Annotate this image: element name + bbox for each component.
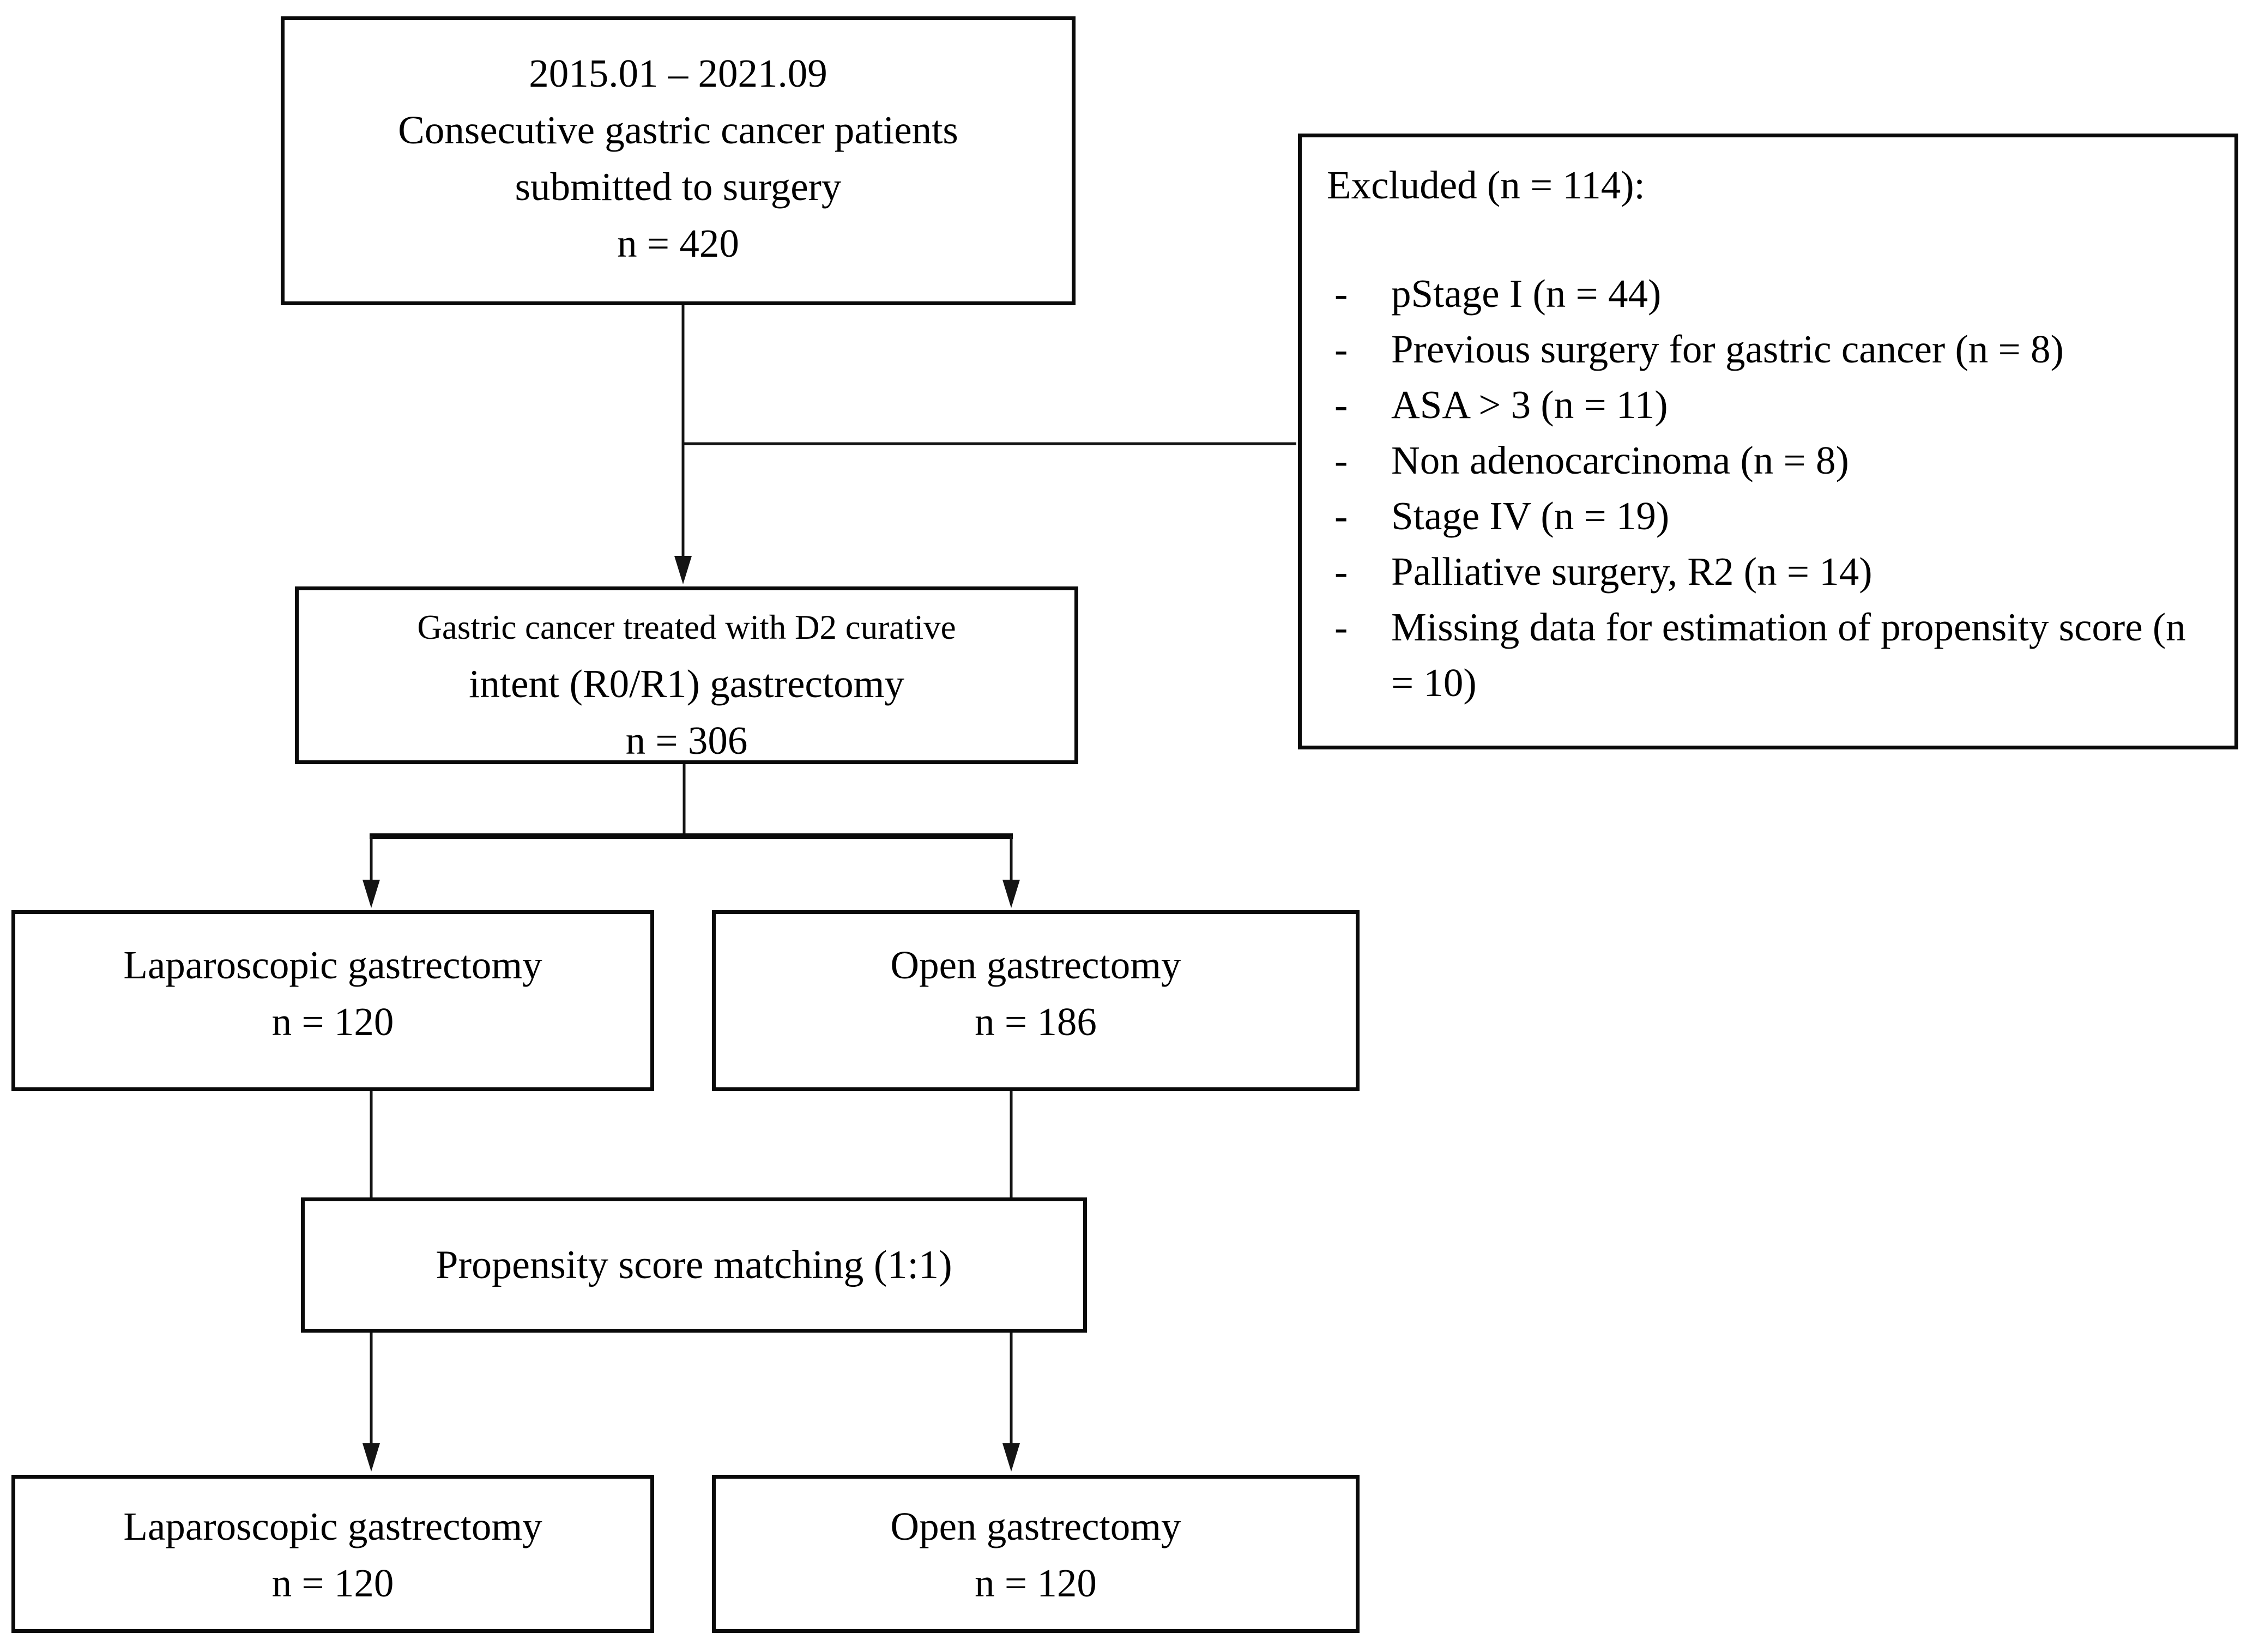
excluded-title: Excluded (n = 114):: [1327, 163, 1645, 207]
excluded-item-text: Non adenocarcinoma (n = 8): [1391, 438, 1849, 482]
arrow-down-icon: [1002, 1443, 1020, 1472]
arrow-down-icon: [674, 556, 692, 584]
excluded-list: - pStage I (n = 44) - Previous surgery f…: [1327, 266, 2213, 711]
open-matched-box: Open gastrectomy n = 120: [712, 1475, 1360, 1633]
open-matched-label: Open gastrectomy: [890, 1504, 1181, 1548]
excluded-item: - Stage IV (n = 19): [1327, 488, 2213, 544]
laparoscopic-matched-label: Laparoscopic gastrectomy: [123, 1504, 542, 1548]
laparoscopic-count: n = 120: [271, 1000, 394, 1044]
d2-description: Gastric cancer treated with D2 curative: [417, 608, 956, 646]
laparoscopic-label: Laparoscopic gastrectomy: [123, 943, 542, 987]
psm-label: Propensity score matching (1:1): [436, 1242, 952, 1287]
excluded-item-text: ASA > 3 (n = 11): [1391, 383, 1668, 427]
excluded-item: - Missing data for estimation of propens…: [1327, 600, 2213, 711]
enrollment-count: n = 420: [617, 221, 739, 265]
excluded-item: - ASA > 3 (n = 11): [1327, 377, 2213, 433]
open-matched-count: n = 120: [975, 1561, 1097, 1605]
excluded-item: - Previous surgery for gastric cancer (n…: [1327, 322, 2213, 377]
arrow-down-icon: [363, 880, 380, 908]
excluded-item: - Non adenocarcinoma (n = 8): [1327, 433, 2213, 488]
excluded-item-text: pStage I (n = 44): [1391, 271, 1662, 316]
laparoscopic-matched-box: Laparoscopic gastrectomy n = 120: [11, 1475, 654, 1633]
dash-bullet: -: [1334, 438, 1348, 482]
d2-count: n = 306: [625, 718, 748, 763]
laparoscopic-box: Laparoscopic gastrectomy n = 120: [11, 910, 654, 1091]
arrow-down-icon: [1002, 880, 1020, 908]
dash-bullet: -: [1334, 327, 1348, 371]
dash-bullet: -: [1334, 605, 1348, 649]
excluded-box: Excluded (n = 114): - pStage I (n = 44) …: [1298, 134, 2238, 749]
excluded-item-text: Missing data for estimation of propensit…: [1391, 605, 2186, 705]
dash-bullet: -: [1334, 549, 1348, 594]
enrollment-description-2: submitted to surgery: [515, 165, 842, 209]
excluded-item-text: Palliative surgery, R2 (n = 14): [1391, 549, 1872, 594]
excluded-item: - pStage I (n = 44): [1327, 266, 2213, 322]
enrollment-period: 2015.01 – 2021.09: [529, 51, 827, 95]
laparoscopic-matched-count: n = 120: [271, 1561, 394, 1605]
dash-bullet: -: [1334, 271, 1348, 316]
open-count: n = 186: [975, 1000, 1097, 1044]
open-label: Open gastrectomy: [890, 943, 1181, 987]
psm-box: Propensity score matching (1:1): [301, 1197, 1087, 1333]
excluded-item: - Palliative surgery, R2 (n = 14): [1327, 544, 2213, 600]
open-box: Open gastrectomy n = 186: [712, 910, 1360, 1091]
enrollment-box: 2015.01 – 2021.09 Consecutive gastric ca…: [281, 16, 1076, 305]
excluded-item-text: Stage IV (n = 19): [1391, 494, 1670, 538]
arrow-down-icon: [363, 1443, 380, 1472]
enrollment-description: Consecutive gastric cancer patients: [398, 108, 958, 152]
dash-bullet: -: [1334, 383, 1348, 427]
d2-gastrectomy-box: Gastric cancer treated with D2 curative …: [295, 586, 1078, 764]
dash-bullet: -: [1334, 494, 1348, 538]
excluded-item-text: Previous surgery for gastric cancer (n =…: [1391, 327, 2064, 371]
d2-description-2: intent (R0/R1) gastrectomy: [469, 662, 904, 706]
